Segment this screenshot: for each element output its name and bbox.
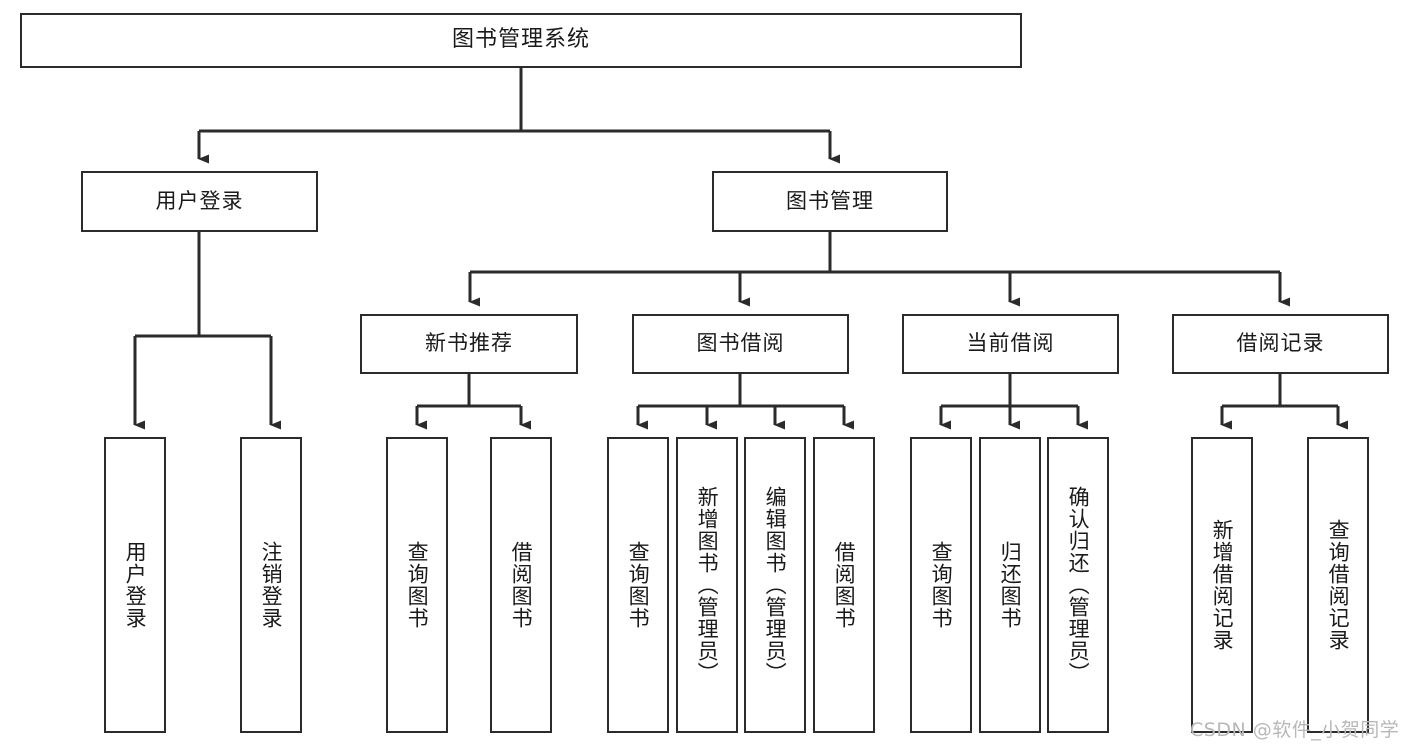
node-leaf-query-book-1[interactable]: 查询图书: [386, 437, 448, 733]
node-borrow-record-label: 借阅记录: [1236, 331, 1325, 356]
node-current-borrow[interactable]: 当前借阅: [902, 314, 1119, 374]
node-leaf-confirm-return-label: 确认归还（管理员）: [1066, 486, 1091, 684]
node-user-login-label: 用户登录: [155, 188, 244, 213]
node-leaf-user-login[interactable]: 用户登录: [104, 437, 166, 733]
node-leaf-query-book-3[interactable]: 查询图书: [910, 437, 972, 733]
node-leaf-confirm-return[interactable]: 确认归还（管理员）: [1047, 437, 1109, 733]
node-leaf-edit-book-label: 编辑图书（管理员）: [763, 486, 788, 684]
node-leaf-borrow-book-2[interactable]: 借阅图书: [813, 437, 875, 733]
node-leaf-return-book[interactable]: 归还图书: [979, 437, 1041, 733]
node-leaf-user-logout-label: 注销登录: [259, 541, 284, 629]
node-leaf-query-book-2[interactable]: 查询图书: [607, 437, 669, 733]
node-book-borrow-label: 图书借阅: [696, 331, 785, 356]
node-leaf-edit-book[interactable]: 编辑图书（管理员）: [744, 437, 806, 733]
node-leaf-add-book[interactable]: 新增图书（管理员）: [676, 437, 738, 733]
node-book-manage[interactable]: 图书管理: [712, 171, 948, 232]
node-leaf-borrow-book-1-label: 借阅图书: [509, 541, 534, 629]
node-leaf-borrow-book-1[interactable]: 借阅图书: [490, 437, 552, 733]
node-book-borrow[interactable]: 图书借阅: [632, 314, 849, 374]
node-new-book-recommend-label: 新书推荐: [425, 331, 513, 356]
node-borrow-record[interactable]: 借阅记录: [1172, 314, 1389, 374]
node-book-manage-label: 图书管理: [786, 188, 874, 213]
node-leaf-borrow-book-2-label: 借阅图书: [832, 541, 857, 629]
node-leaf-query-book-1-label: 查询图书: [405, 541, 430, 629]
node-leaf-query-book-2-label: 查询图书: [626, 541, 651, 629]
node-leaf-return-book-label: 归还图书: [998, 541, 1023, 629]
node-leaf-add-book-label: 新增图书（管理员）: [695, 486, 720, 684]
node-leaf-query-record[interactable]: 查询借阅记录: [1307, 437, 1369, 733]
node-current-borrow-label: 当前借阅: [966, 331, 1055, 356]
node-leaf-add-record-label: 新增借阅记录: [1210, 519, 1235, 651]
node-leaf-query-book-3-label: 查询图书: [929, 541, 954, 629]
node-new-book-recommend[interactable]: 新书推荐: [360, 314, 578, 374]
node-leaf-query-record-label: 查询借阅记录: [1326, 519, 1351, 651]
node-leaf-user-login-label: 用户登录: [123, 541, 148, 629]
node-user-login[interactable]: 用户登录: [81, 171, 318, 232]
node-root-label: 图书管理系统: [451, 27, 590, 53]
node-leaf-user-logout[interactable]: 注销登录: [240, 437, 302, 733]
node-leaf-add-record[interactable]: 新增借阅记录: [1191, 437, 1253, 733]
node-root[interactable]: 图书管理系统: [20, 13, 1022, 68]
